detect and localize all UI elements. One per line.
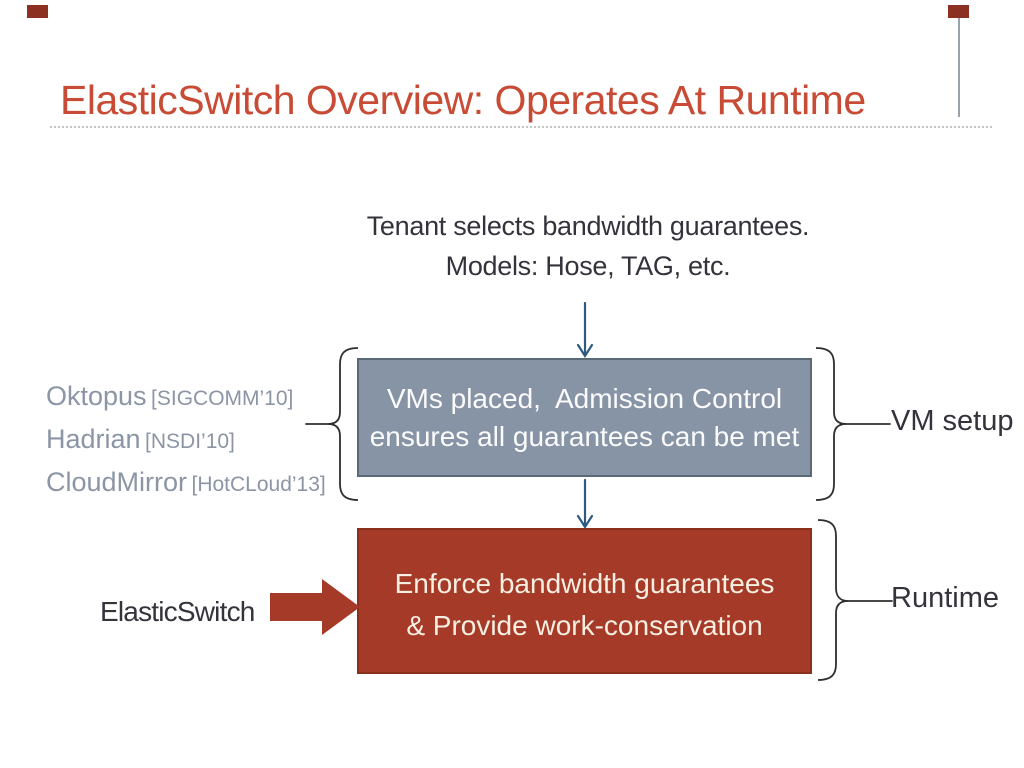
reference-name: Hadrian [46, 424, 141, 454]
corner-accent-vertical-line [958, 18, 960, 117]
elasticswitch-label: ElasticSwitch [100, 596, 255, 627]
reference-list: Oktopus [SIGCOMM’10] Hadrian [NSDI’10] C… [46, 377, 326, 506]
vm-setup-box: VMs placed, Admission Control ensures al… [357, 358, 812, 477]
reference-item: CloudMirror [HotCLoud’13] [46, 463, 326, 506]
vm-setup-box-line-2: ensures all guarantees can be met [369, 420, 800, 452]
runtime-box-line-1: Enforce bandwidth guarantees [394, 567, 775, 599]
reference-item: Oktopus [SIGCOMM’10] [46, 377, 326, 420]
reference-venue: [NSDI’10] [145, 430, 235, 453]
reference-venue: [HotCLoud’13] [191, 473, 326, 496]
reference-venue: [SIGCOMM’10] [151, 387, 294, 410]
vm-setup-box-line-1: VMs placed, Admission Control [386, 382, 783, 414]
right-brace-icon [818, 519, 893, 681]
intro-text: Tenant selects bandwidth guarantees. Mod… [288, 206, 888, 286]
flow-arrow-down-icon [576, 302, 594, 359]
slide-title: ElasticSwitch Overview: Operates At Runt… [60, 77, 866, 123]
reference-item: Hadrian [NSDI’10] [46, 420, 326, 463]
vm-setup-label: VM setup [891, 405, 1014, 437]
corner-accent-square-right [948, 5, 969, 18]
intro-line-1: Tenant selects bandwidth guarantees. [366, 211, 810, 241]
intro-line-2: Models: Hose, TAG, etc. [445, 251, 731, 281]
right-brace-icon [816, 347, 891, 501]
corner-accent-square-left [27, 5, 48, 18]
elasticswitch-arrow-icon [270, 579, 360, 635]
reference-name: Oktopus [46, 381, 147, 411]
runtime-label: Runtime [891, 582, 999, 614]
runtime-box-line-2: & Provide work-conservation [406, 609, 763, 641]
title-dotted-rule [50, 126, 992, 128]
flow-arrow-down-icon [576, 479, 594, 530]
left-brace-icon [305, 347, 358, 501]
runtime-box: Enforce bandwidth guarantees & Provide w… [357, 528, 812, 674]
reference-name: CloudMirror [46, 467, 188, 497]
